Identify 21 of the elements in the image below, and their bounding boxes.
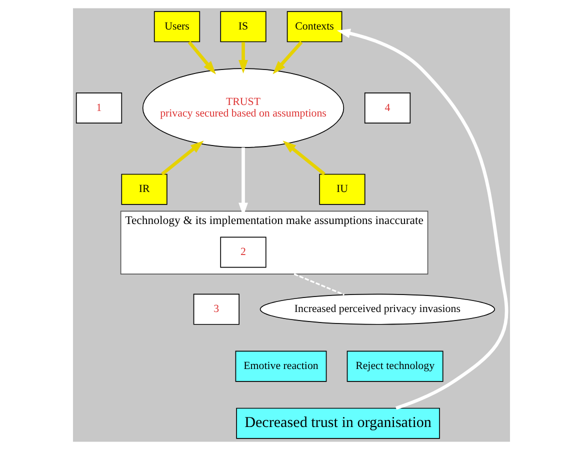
node-box: IR [121, 174, 168, 205]
node-box: IU [319, 174, 366, 205]
node-box: 3 [193, 294, 240, 325]
arrow [272, 40, 303, 74]
arrow [336, 28, 508, 410]
arrow [238, 42, 248, 74]
arrow [188, 41, 216, 74]
node-box: Contexts [286, 11, 342, 42]
node-box: Emotive reaction [235, 350, 327, 382]
node-box: 1 [76, 92, 122, 124]
node-box: Decreased trust in organisation [236, 408, 440, 439]
node-box: Users [154, 11, 200, 42]
node-ellipse: TRUST privacy secured based on assumptions [142, 68, 344, 148]
node-box: IS [220, 11, 266, 42]
node-ellipse: Increased perceived privacy invasions [260, 294, 496, 325]
node-box: 2 [220, 236, 266, 268]
arrow [161, 140, 204, 176]
connector [294, 273, 345, 296]
arrow [282, 140, 326, 176]
node-box: Reject technology [346, 350, 444, 382]
node-box: 4 [364, 92, 411, 124]
